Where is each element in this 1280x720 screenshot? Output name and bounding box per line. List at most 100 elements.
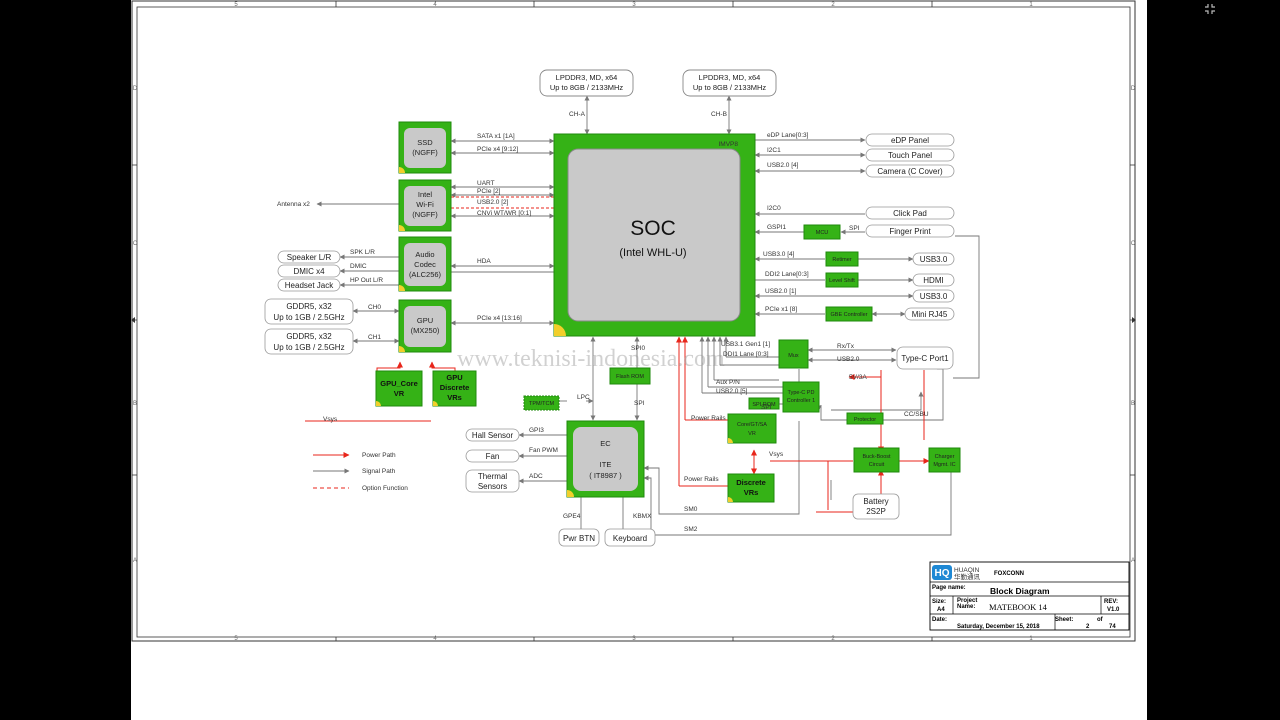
gpu-discrete-vr-line3: VRs xyxy=(447,393,462,402)
soc-title: SOC xyxy=(630,217,676,240)
keyboard-box: Keyboard xyxy=(604,528,656,547)
mux-block: Mux xyxy=(778,339,809,369)
sig-ch0: CH0 xyxy=(368,304,381,311)
of-label: of xyxy=(1097,617,1104,623)
memory-ch-a-line2: Up to 8GB / 2133MHz xyxy=(550,83,624,92)
level-shift-label: Level Shift xyxy=(829,278,855,284)
border-label-side: B xyxy=(1131,401,1135,407)
camera-box: Camera (C Cover) xyxy=(865,164,955,178)
size-label: Size: xyxy=(932,599,946,605)
sig-uart: UART xyxy=(477,180,495,187)
sig-spi-fp: SPI xyxy=(849,225,860,232)
tpm-label: TPM/TCM xyxy=(529,401,554,407)
logo-sub: 华勤通讯 xyxy=(954,572,981,581)
battery-box: Battery 2S2P xyxy=(852,493,900,520)
bus-label-ch-b: CH-B xyxy=(711,111,727,118)
schematic-sheet: 5 4 3 2 1 5 4 3 2 1 D C B A D C B A xyxy=(131,0,1147,720)
sig-sata: SATA x1 [1A] xyxy=(477,133,515,140)
hdmi-box: HDMI xyxy=(912,273,955,287)
sig-usb31: USB3.1 Gen1 [1] xyxy=(721,341,770,348)
sig-pcie-ssd: PCIe x4 [9:12] xyxy=(477,146,518,153)
border-label-top: 3 xyxy=(632,2,636,8)
sig-gpi3: GPI3 xyxy=(529,427,544,434)
sig-pcie-wifi: PCIe [2] xyxy=(477,188,501,195)
sig-5v: 5V/3A xyxy=(849,374,867,381)
sig-rxtx: Rx/Tx xyxy=(837,343,855,350)
svg-text:HQ: HQ xyxy=(935,568,950,579)
typec-pd-block: Type-C PD Controller 1 xyxy=(782,381,820,413)
power-rails-2: Power Rails xyxy=(684,476,719,483)
sig-hp: HP Out L/R xyxy=(350,277,383,284)
sig-dmic: DMIC xyxy=(350,263,367,270)
soc-subtitle: (Intel WHL-U) xyxy=(619,247,686,259)
clickpad-box: Click Pad xyxy=(865,206,955,220)
sig-pcie-lan: PCIe x1 [8] xyxy=(765,306,797,313)
audio-line2: Codec xyxy=(414,260,436,269)
sig-hda: HDA xyxy=(477,258,491,265)
gddr1-line1: GDDR5, x32 xyxy=(286,332,332,341)
mcu-label: MCU xyxy=(816,230,829,236)
sig-fanpwm: Fan PWM xyxy=(529,447,558,454)
power-rails-1: Power Rails xyxy=(691,415,726,422)
gpu-discrete-vr: GPU Discrete VRs xyxy=(432,370,477,407)
thermal-line1: Thermal xyxy=(478,472,508,481)
typec-pd-line2: Controller 1 xyxy=(787,398,815,404)
sig-usb30: USB3.0 [4] xyxy=(763,251,795,258)
headset-label: Headset Jack xyxy=(285,281,334,290)
gpu-line1: GPU xyxy=(417,316,433,325)
memory-ch-b-line2: Up to 8GB / 2133MHz xyxy=(693,83,767,92)
vsys-label: Vsys xyxy=(769,451,784,458)
company-label: FOXCONN xyxy=(994,571,1024,577)
core-vr-line2: VR xyxy=(748,431,756,437)
watermark: www.teknisi-indonesia.com xyxy=(457,346,725,372)
sig-i2c0: I2C0 xyxy=(767,205,781,212)
buck-line2: Circuit xyxy=(869,462,885,468)
sig-usb-cam: USB2.0 [4] xyxy=(767,162,799,169)
charger-line1: Charger xyxy=(935,454,955,460)
sig-spi-pd: SPI xyxy=(761,404,772,411)
spi-rom-block: SPI ROM xyxy=(748,397,780,410)
hall-sensor-box: Hall Sensor xyxy=(465,428,520,442)
retimer-label: Retimer xyxy=(832,257,851,263)
border-label-bottom: 3 xyxy=(632,636,636,642)
gpu-line2: (MX250) xyxy=(411,326,440,335)
camera-label: Camera (C Cover) xyxy=(877,167,943,176)
hall-sensor-label: Hall Sensor xyxy=(472,431,514,440)
gddr0-line1: GDDR5, x32 xyxy=(286,302,332,311)
flash-rom-block: Flash ROM xyxy=(609,367,651,385)
border-label-bottom: 1 xyxy=(1029,636,1033,642)
option-lines xyxy=(451,196,554,209)
sig-gspi1: GSPI1 xyxy=(767,224,787,231)
exit-fullscreen-icon[interactable] xyxy=(1204,3,1216,15)
legend-power: Power Path xyxy=(362,452,396,459)
gpu-block: GPU (MX250) xyxy=(398,299,452,353)
usb30b-label: USB3.0 xyxy=(920,292,948,301)
logo-text: HUAQIN xyxy=(954,567,980,574)
signal-lines xyxy=(316,95,980,536)
soc-corner-label: IMVP8 xyxy=(718,141,738,148)
audio-line1: Audio xyxy=(415,250,434,259)
fan-box: Fan xyxy=(465,449,520,463)
of-value: 74 xyxy=(1109,624,1116,630)
buck-boost-block: Buck-Boost Circuit xyxy=(853,447,900,473)
border-label-side: B xyxy=(133,401,137,407)
spi-rom-label: SPI ROM xyxy=(752,402,776,408)
pwr-btn-box: Pwr BTN xyxy=(558,528,600,547)
pwr-btn-label: Pwr BTN xyxy=(563,534,595,543)
size-value: A4 xyxy=(937,607,945,613)
flash-rom-label: Flash ROM xyxy=(616,374,644,380)
gddr1-line2: Up to 1GB / 2.5GHz xyxy=(273,343,344,352)
sig-ddi2: DDI2 Lane[0:3] xyxy=(765,271,809,278)
soc-block: SOC (Intel WHL-U) IMVP8 xyxy=(553,133,756,337)
touch-panel-label: Touch Panel xyxy=(888,151,932,160)
bus-label-ch-a: CH-A xyxy=(569,111,586,118)
border-label-side: D xyxy=(1131,86,1136,92)
sig-pcie-gpu: PCIe x4 [13:16] xyxy=(477,315,522,322)
border-label-side: A xyxy=(133,558,137,564)
memory-ch-a: LPDDR3, MD, x64 Up to 8GB / 2133MHz xyxy=(539,69,634,97)
border-label-bottom: 5 xyxy=(234,636,238,642)
sig-aux: Aux P/N xyxy=(716,379,740,386)
protector-label: Protector xyxy=(854,417,876,423)
charger-line2: Mgmt. IC xyxy=(933,462,955,468)
sheet-label: Sheet: xyxy=(1055,617,1073,623)
